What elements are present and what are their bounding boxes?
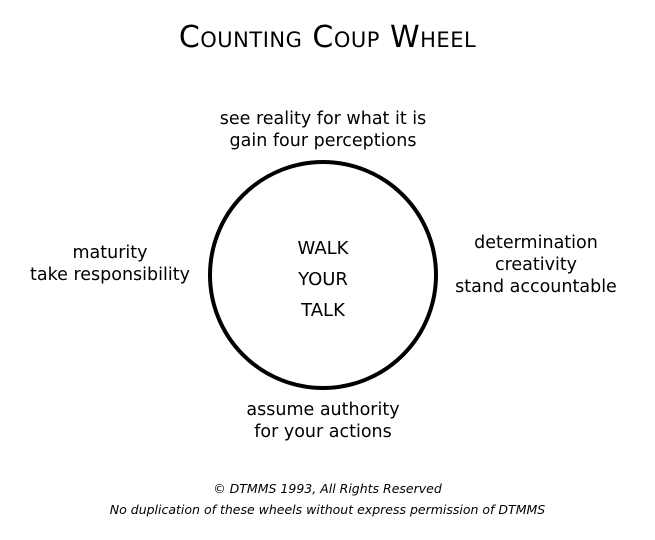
- right-line: determination: [474, 233, 598, 253]
- center-line: YOUR: [298, 269, 348, 290]
- center-line: WALK: [297, 238, 349, 259]
- copyright-footer: © DTMMS 1993, All Rights Reserved No dup…: [0, 478, 655, 520]
- top-line: gain four perceptions: [229, 131, 417, 151]
- center-line: TALK: [301, 300, 345, 321]
- bottom-line: for your actions: [254, 422, 392, 442]
- bottom-line: assume authority: [246, 400, 400, 420]
- wheel-circle: [208, 160, 438, 390]
- right-line: creativity: [494, 255, 578, 275]
- permission-line: No duplication of these wheels without e…: [109, 502, 546, 517]
- center-text: WALK YOUR TALK: [223, 233, 423, 326]
- top-line: see reality for what it is: [219, 109, 427, 129]
- top-label: see reality for what it is gain four per…: [123, 108, 523, 152]
- page-title: Counting Coup Wheel: [178, 20, 477, 55]
- copyright-line: © DTMMS 1993, All Rights Reserved: [213, 481, 442, 496]
- left-label: maturity take responsibility: [10, 242, 210, 286]
- left-line: take responsibility: [30, 265, 190, 285]
- bottom-label: assume authority for your actions: [123, 399, 523, 443]
- right-label: determination creativity stand accountab…: [436, 232, 636, 298]
- right-line: stand accountable: [455, 277, 617, 297]
- left-line: maturity: [72, 243, 148, 263]
